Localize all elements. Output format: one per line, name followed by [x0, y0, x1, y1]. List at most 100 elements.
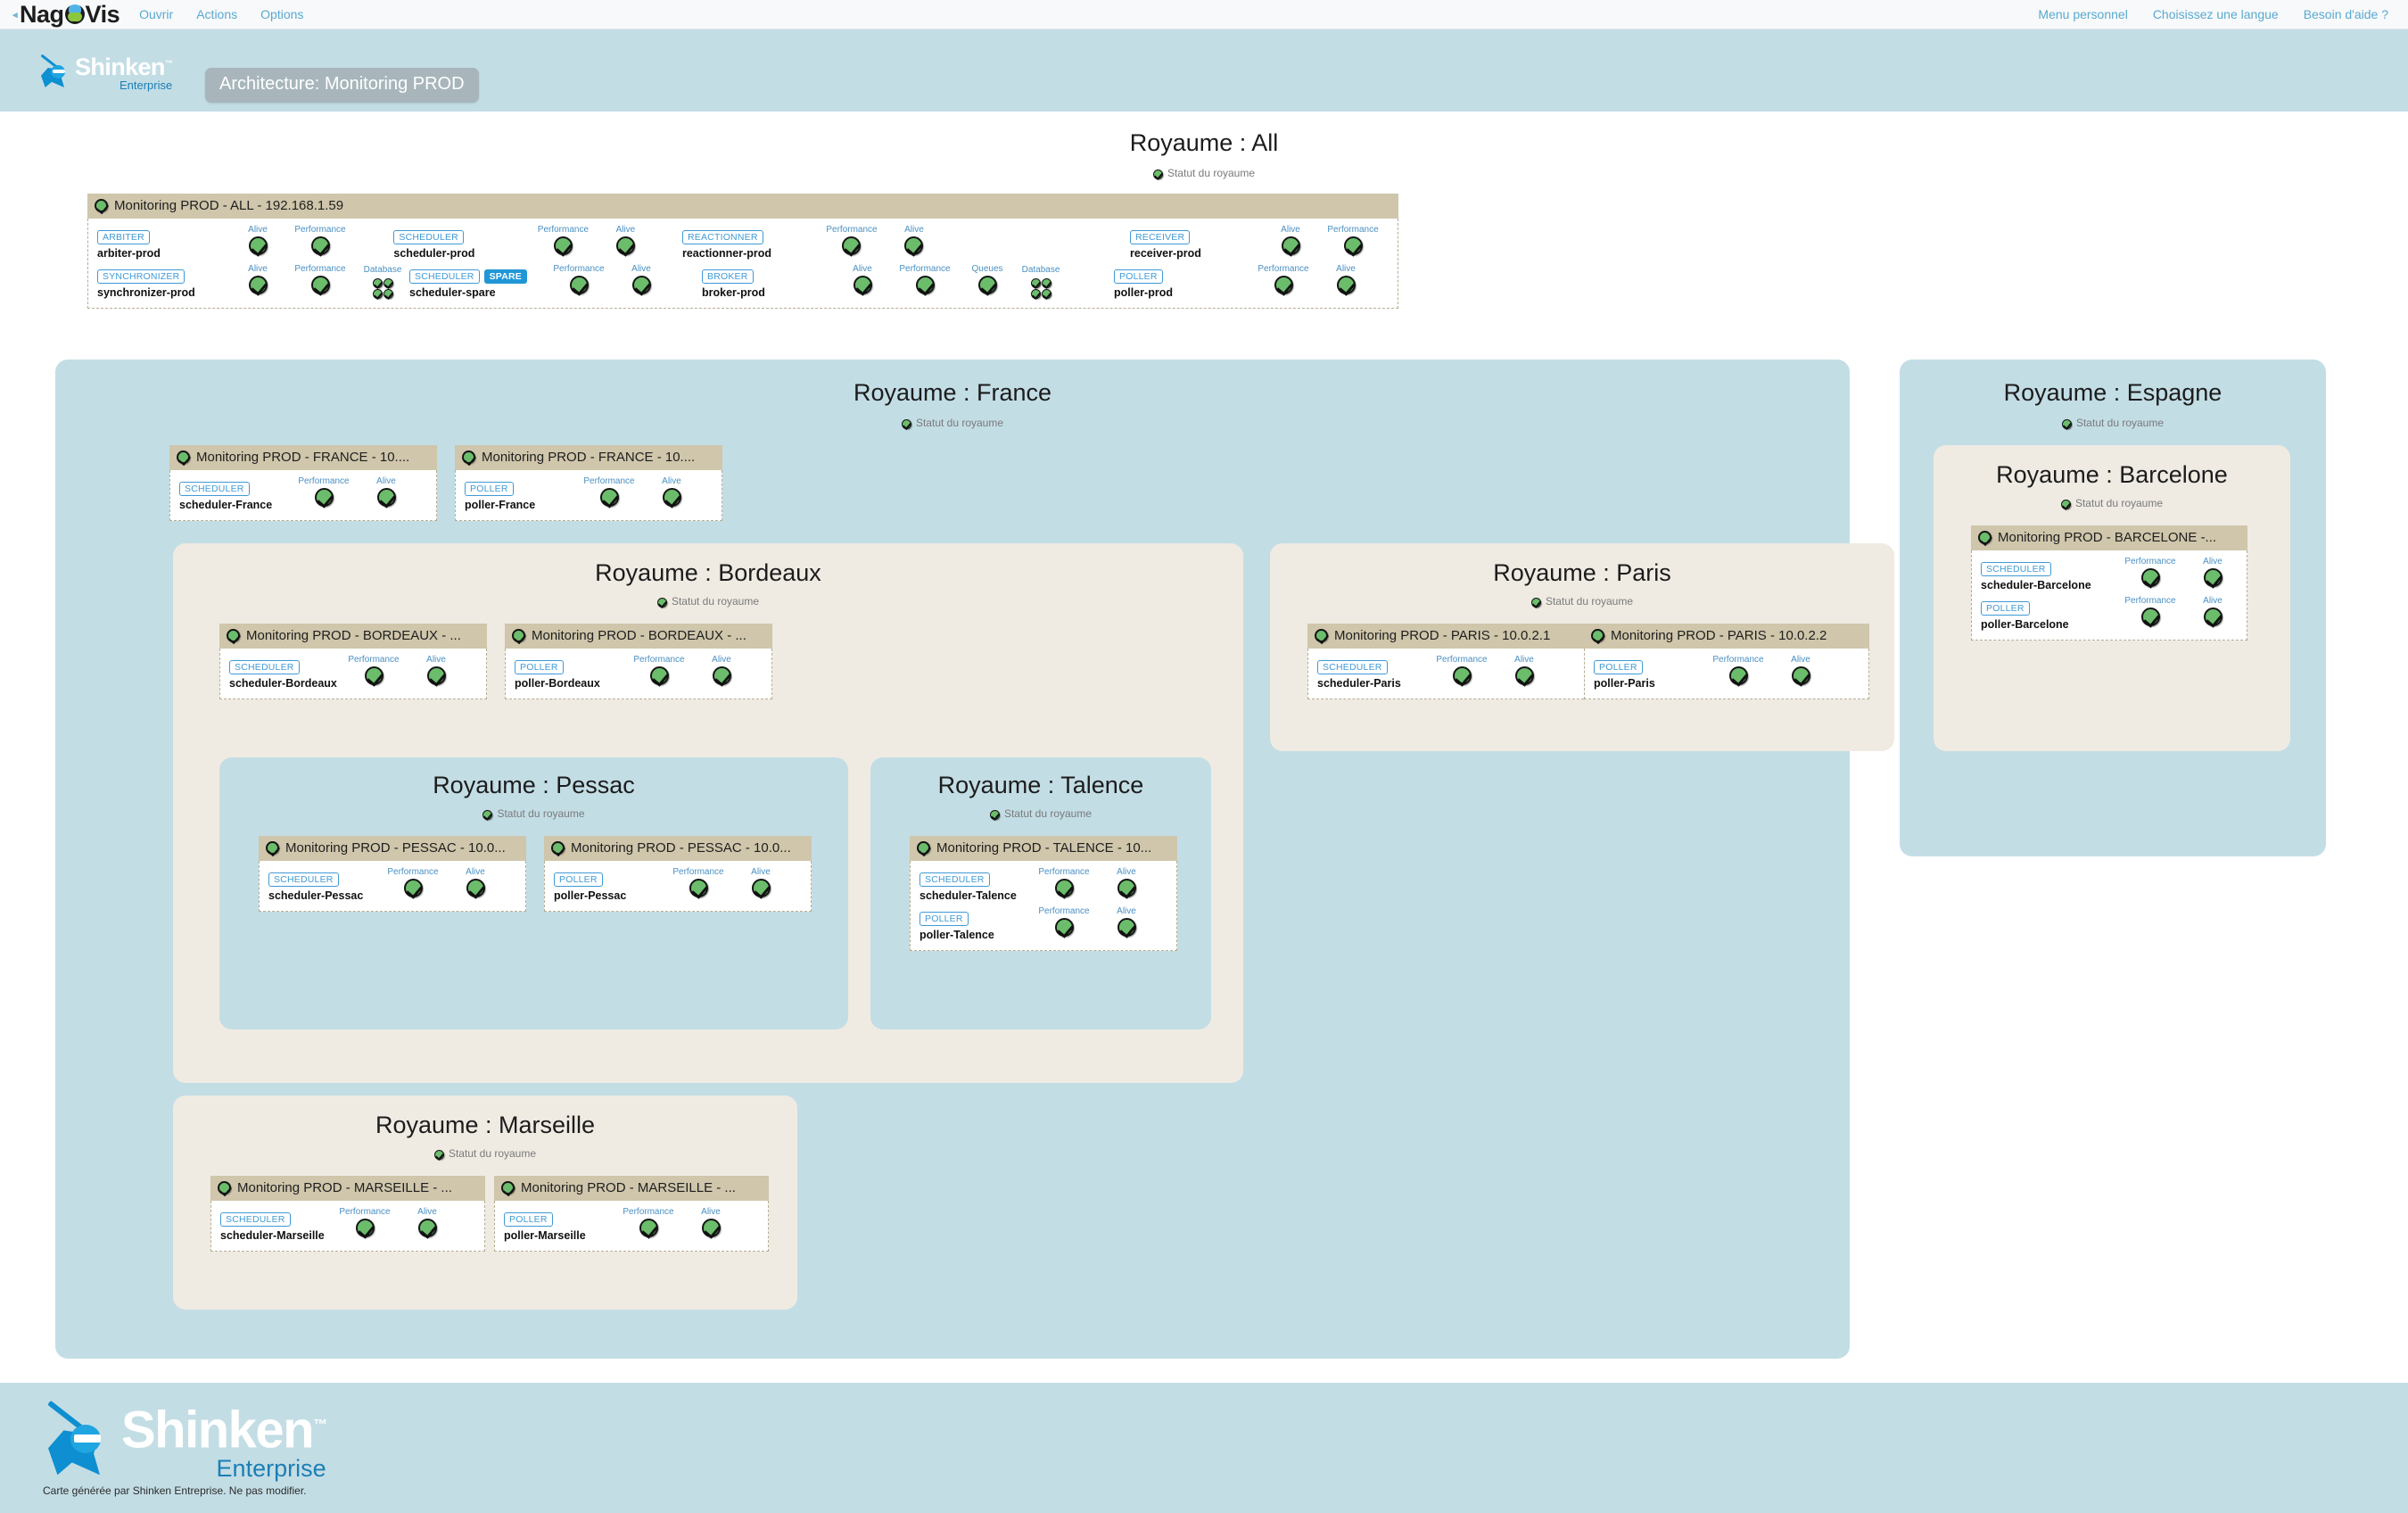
- ok-icon: [712, 666, 731, 685]
- realm-pessac[interactable]: Royaume : Pessac Statut du royaume Monit…: [219, 757, 848, 1029]
- realm-espagne[interactable]: Royaume : Espagne Statut du royaume Roya…: [1900, 360, 2326, 856]
- service-performance-receiver[interactable]: Performance: [1317, 225, 1389, 260]
- service-performance[interactable]: Performance: [329, 1207, 400, 1242]
- daemon-poller-talence[interactable]: POLLER poller-Talence: [919, 912, 1028, 941]
- service-database-broker[interactable]: Database: [1014, 265, 1068, 299]
- daemon-scheduler-prod[interactable]: SCHEDULER scheduler-prod: [393, 230, 527, 260]
- daemon-scheduler-spare[interactable]: SCHEDULER SPARE scheduler-spare: [409, 269, 543, 299]
- service-alive-scheduler-spare[interactable]: Alive: [614, 264, 668, 299]
- menu-language[interactable]: Choisissez une langue: [2152, 7, 2279, 21]
- realm-barcelone[interactable]: Royaume : Barcelone Statut du royaume Mo…: [1934, 445, 2290, 751]
- service-performance[interactable]: Performance: [2115, 596, 2186, 631]
- daemon-scheduler-bordeaux[interactable]: SCHEDULER scheduler-Bordeaux: [229, 660, 338, 690]
- service-alive[interactable]: Alive: [409, 655, 463, 690]
- service-performance[interactable]: Performance: [623, 655, 695, 690]
- service-alive-arbiter[interactable]: Alive: [231, 225, 285, 260]
- daemon-scheduler-talence[interactable]: SCHEDULER scheduler-Talence: [919, 872, 1028, 902]
- daemon-poller-paris[interactable]: POLLER poller-Paris: [1594, 660, 1703, 690]
- collapse-caret-icon[interactable]: ◂: [12, 9, 18, 21]
- service-alive-broker[interactable]: Alive: [836, 264, 889, 299]
- service-alive[interactable]: Alive: [359, 476, 413, 511]
- daemon-scheduler-france[interactable]: SCHEDULER scheduler-France: [179, 482, 288, 511]
- daemon-name: scheduler-Pessac: [268, 889, 364, 902]
- daemon-poller-barcelone[interactable]: POLLER poller-Barcelone: [1981, 601, 2115, 631]
- service-performance[interactable]: Performance: [1028, 906, 1100, 941]
- hostbox-paris-scheduler[interactable]: Monitoring PROD - PARIS - 10.0.2.1 SCHED…: [1307, 624, 1593, 699]
- hostbox-bordeaux-poller[interactable]: Monitoring PROD - BORDEAUX - ... POLLER …: [505, 624, 772, 699]
- realm-france[interactable]: Royaume : France Statut du royaume Monit…: [55, 360, 1894, 1359]
- daemon-arbiter[interactable]: ARBITER arbiter-prod: [97, 230, 231, 260]
- service-performance[interactable]: Performance: [2115, 557, 2186, 591]
- service-performance[interactable]: Performance: [663, 867, 734, 902]
- hostbox-pessac-poller[interactable]: Monitoring PROD - PESSAC - 10.0... POLLE…: [544, 836, 812, 912]
- service-alive[interactable]: Alive: [645, 476, 698, 511]
- daemon-scheduler-paris[interactable]: SCHEDULER scheduler-Paris: [1317, 660, 1426, 690]
- service-performance-scheduler-spare[interactable]: Performance: [543, 264, 614, 299]
- service-alive[interactable]: Alive: [695, 655, 748, 690]
- service-performance-reactionner[interactable]: Performance: [816, 225, 887, 260]
- menu-personnel[interactable]: Menu personnel: [2038, 7, 2128, 21]
- menu-help[interactable]: Besoin d'aide ?: [2303, 7, 2388, 21]
- service-alive[interactable]: Alive: [2186, 596, 2239, 631]
- service-alive[interactable]: Alive: [449, 867, 502, 902]
- service-performance[interactable]: Performance: [338, 655, 409, 690]
- service-performance[interactable]: Performance: [1426, 655, 1497, 690]
- hostbox-pessac-scheduler[interactable]: Monitoring PROD - PESSAC - 10.0... SCHED…: [259, 836, 526, 912]
- menu-ouvrir[interactable]: Ouvrir: [139, 7, 174, 21]
- daemon-broker-prod[interactable]: BROKER broker-prod: [702, 269, 836, 299]
- hostbox-france-poller[interactable]: Monitoring PROD - FRANCE - 10.... POLLER…: [455, 445, 722, 521]
- service-alive[interactable]: Alive: [2186, 557, 2239, 591]
- service-alive[interactable]: Alive: [400, 1207, 454, 1242]
- service-performance[interactable]: Performance: [377, 867, 449, 902]
- service-alive-scheduler-prod[interactable]: Alive: [598, 225, 652, 260]
- daemon-receiver-prod[interactable]: RECEIVER receiver-prod: [1130, 230, 1264, 260]
- service-queues-broker[interactable]: Queues: [961, 264, 1014, 299]
- service-performance-arbiter[interactable]: Performance: [285, 225, 356, 260]
- service-performance[interactable]: Performance: [288, 476, 359, 511]
- daemon-reactionner-prod[interactable]: REACTIONNER reactionner-prod: [681, 230, 816, 260]
- service-performance[interactable]: Performance: [1703, 655, 1774, 690]
- daemon-scheduler-pessac[interactable]: SCHEDULER scheduler-Pessac: [268, 872, 377, 902]
- hostbox-barcelone[interactable]: Monitoring PROD - BARCELONE -... SCHEDUL…: [1971, 525, 2247, 641]
- service-alive-reactionner[interactable]: Alive: [887, 225, 941, 260]
- hostbox-bordeaux-scheduler[interactable]: Monitoring PROD - BORDEAUX - ... SCHEDUL…: [219, 624, 487, 699]
- service-alive[interactable]: Alive: [1100, 906, 1153, 941]
- daemon-synchronizer-prod[interactable]: SYNCHRONIZER synchronizer-prod: [97, 269, 231, 299]
- service-database-synchronizer[interactable]: Database: [356, 265, 409, 299]
- service-performance-scheduler-prod[interactable]: Performance: [527, 225, 598, 260]
- service-performance-broker[interactable]: Performance: [889, 264, 961, 299]
- hostbox-marseille-poller[interactable]: Monitoring PROD - MARSEILLE - ... POLLER…: [494, 1176, 769, 1252]
- hostbox-all[interactable]: Monitoring PROD - ALL - 192.168.1.59 ARB…: [87, 194, 1398, 309]
- hostbox-paris-poller[interactable]: Monitoring PROD - PARIS - 10.0.2.2 POLLE…: [1584, 624, 1869, 699]
- daemon-poller-france[interactable]: POLLER poller-France: [465, 482, 573, 511]
- realm-bordeaux[interactable]: Royaume : Bordeaux Statut du royaume Mon…: [173, 543, 1243, 1083]
- service-performance[interactable]: Performance: [613, 1207, 684, 1242]
- daemon-poller-prod[interactable]: POLLER poller-prod: [1114, 269, 1248, 299]
- service-alive[interactable]: Alive: [1100, 867, 1153, 902]
- daemon-poller-bordeaux[interactable]: POLLER poller-Bordeaux: [515, 660, 623, 690]
- service-performance-synchronizer[interactable]: Performance: [285, 264, 356, 299]
- service-alive[interactable]: Alive: [1497, 655, 1551, 690]
- daemon-scheduler-marseille[interactable]: SCHEDULER scheduler-Marseille: [220, 1212, 329, 1242]
- service-alive-receiver[interactable]: Alive: [1264, 225, 1317, 260]
- service-alive[interactable]: Alive: [734, 867, 788, 902]
- daemon-poller-pessac[interactable]: POLLER poller-Pessac: [554, 872, 663, 902]
- hostbox-talence[interactable]: Monitoring PROD - TALENCE - 10... SCHEDU…: [910, 836, 1177, 951]
- menu-options[interactable]: Options: [260, 7, 304, 21]
- realm-marseille[interactable]: Royaume : Marseille Statut du royaume Mo…: [173, 1095, 797, 1310]
- service-alive-synchronizer[interactable]: Alive: [231, 264, 285, 299]
- daemon-poller-marseille[interactable]: POLLER poller-Marseille: [504, 1212, 613, 1242]
- realm-talence[interactable]: Royaume : Talence Statut du royaume Moni…: [870, 757, 1211, 1029]
- hostbox-france-scheduler[interactable]: Monitoring PROD - FRANCE - 10.... SCHEDU…: [169, 445, 437, 521]
- service-performance-poller-prod[interactable]: Performance: [1248, 264, 1319, 299]
- menu-actions[interactable]: Actions: [196, 7, 238, 21]
- service-performance[interactable]: Performance: [1028, 867, 1100, 902]
- realm-paris[interactable]: Royaume : Paris Statut du royaume Monito…: [1270, 543, 1894, 751]
- service-alive[interactable]: Alive: [684, 1207, 738, 1242]
- service-performance[interactable]: Performance: [573, 476, 645, 511]
- daemon-scheduler-barcelone[interactable]: SCHEDULER scheduler-Barcelone: [1981, 562, 2115, 591]
- service-alive[interactable]: Alive: [1774, 655, 1827, 690]
- service-alive-poller-prod[interactable]: Alive: [1319, 264, 1373, 299]
- hostbox-marseille-scheduler[interactable]: Monitoring PROD - MARSEILLE - ... SCHEDU…: [210, 1176, 485, 1252]
